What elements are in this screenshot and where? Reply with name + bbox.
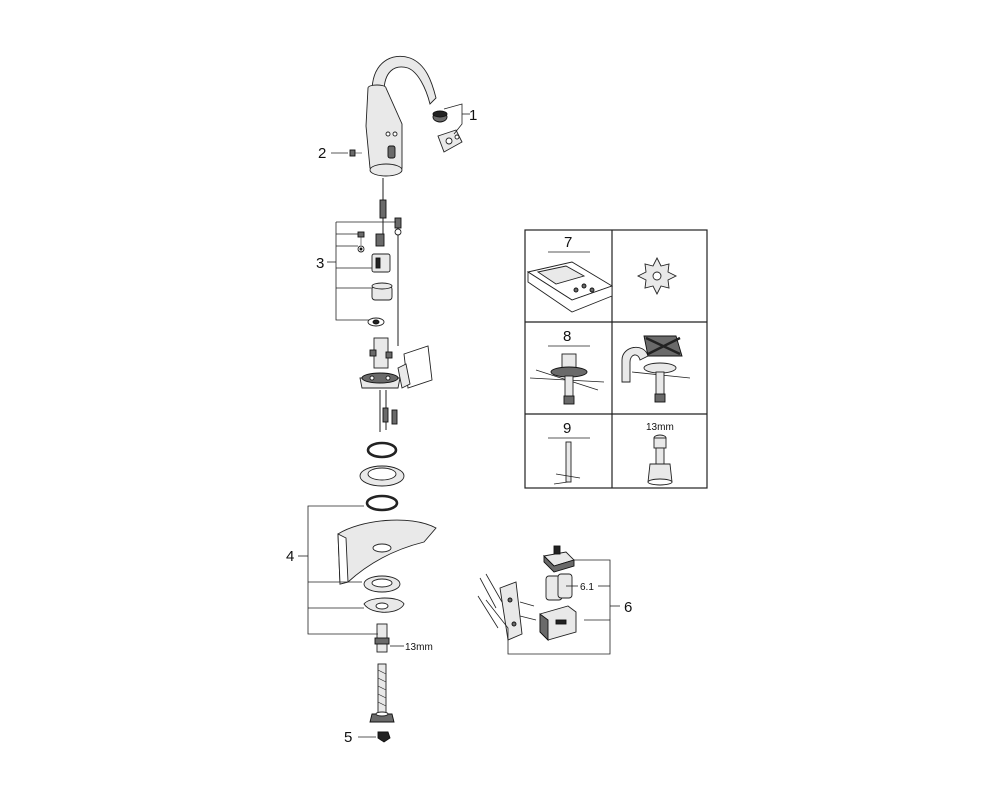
- gear-icon: [636, 256, 678, 296]
- accessory-9-label: 9: [563, 420, 571, 437]
- battery-cap: [543, 545, 575, 573]
- accessory-7-label: 7: [564, 234, 572, 251]
- mixing-valve-body: [359, 337, 401, 389]
- mounting-bracket-kit: [477, 573, 611, 655]
- battery-pack: [545, 573, 573, 601]
- callout-5: 5: [344, 729, 352, 746]
- threaded-rod: [369, 663, 395, 723]
- wall-bracket-plate: [397, 345, 433, 389]
- battery-housing: [539, 605, 577, 642]
- accessory-8-label: 8: [563, 328, 571, 345]
- o-ring-upper: [366, 441, 398, 459]
- callout-3-bracket: [327, 221, 396, 321]
- threaded-nut: [374, 623, 390, 653]
- cable-assembly: [379, 178, 402, 346]
- flange-ring: [359, 465, 405, 487]
- installation-tool: [529, 353, 605, 405]
- flexible-hoses: [379, 390, 398, 432]
- mounting-washer: [363, 575, 401, 593]
- callout-4-bracket: [298, 505, 378, 635]
- mounting-screws: [357, 231, 365, 253]
- socket-wrench: [647, 434, 673, 486]
- callout-3: 3: [316, 255, 324, 272]
- callout-6-bracket: [566, 559, 620, 620]
- callout-1: 1: [469, 107, 477, 124]
- set-screw: [331, 149, 362, 157]
- o-ring-lower: [365, 494, 399, 512]
- valve-cartridge: [367, 233, 393, 327]
- faucet-body: [365, 55, 437, 177]
- callout-6: 6: [624, 599, 632, 616]
- callout-2: 2: [318, 145, 326, 162]
- aerator-assembly: [432, 103, 470, 153]
- callout-4: 4: [286, 548, 294, 565]
- countertop-section: [337, 519, 437, 585]
- end-cap: [358, 731, 391, 743]
- fixing-plate: [363, 597, 405, 613]
- wrench-size-label: 13mm: [405, 642, 433, 653]
- installation-step-icon: [621, 335, 691, 403]
- socket-size-label: 13mm: [646, 422, 674, 433]
- remote-control: [526, 261, 614, 313]
- accessory-panel: 7 8: [524, 229, 708, 489]
- callout-6-1: 6.1: [580, 582, 594, 593]
- hex-key: [553, 441, 581, 485]
